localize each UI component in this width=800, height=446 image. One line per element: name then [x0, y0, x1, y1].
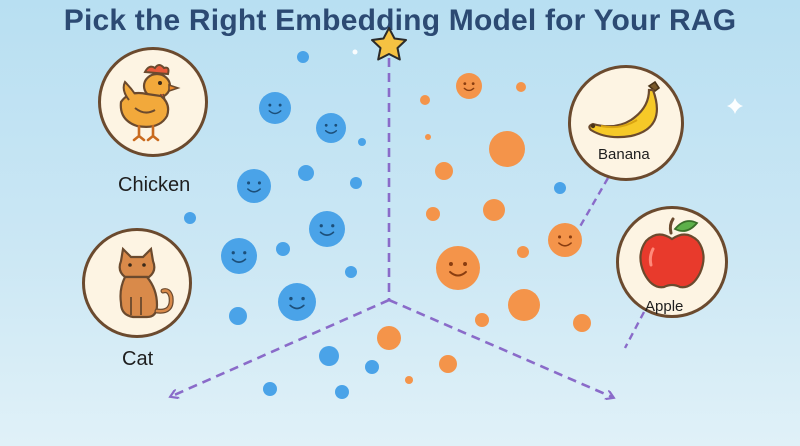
embedding-point: [517, 246, 529, 258]
embedding-point: [420, 95, 430, 105]
banana-label: Banana: [598, 146, 650, 163]
embedding-point-face: [316, 113, 346, 143]
embedding-point-face: [309, 211, 345, 247]
sparkle-dot: [352, 49, 358, 55]
embedding-point: [435, 162, 453, 180]
embedding-point-face: [221, 238, 257, 274]
chicken-badge: [98, 47, 208, 157]
embedding-point: [319, 346, 339, 366]
cat-label: Cat: [122, 348, 154, 370]
right-axis: [388, 298, 612, 397]
cat-badge: [82, 228, 192, 338]
embedding-point: [439, 355, 457, 373]
banana-icon: [588, 80, 661, 139]
embedding-point: [276, 242, 290, 256]
embedding-point: [345, 266, 357, 278]
embedding-point: [184, 212, 196, 224]
embedding-point: [554, 182, 566, 194]
embedding-point: [377, 326, 401, 350]
embedding-point: [405, 376, 413, 384]
embedding-point: [489, 131, 525, 167]
embedding-point: [425, 134, 431, 140]
embedding-point: [475, 313, 489, 327]
apple-label: Apple: [645, 298, 684, 315]
embedding-point: [516, 82, 526, 92]
embedding-point: [350, 177, 362, 189]
embedding-point: [483, 199, 505, 221]
embedding-point: [229, 307, 247, 325]
embedding-point-face: [436, 246, 480, 290]
chicken-icon: [119, 64, 181, 142]
star-icon: [371, 27, 407, 61]
banana-badge: [568, 65, 684, 181]
embedding-point: [365, 360, 379, 374]
chicken-label: Chicken: [118, 174, 191, 196]
page-title: Pick the Right Embedding Model for Your …: [63, 4, 737, 37]
embedding-point: [358, 138, 366, 146]
embedding-point-face: [548, 223, 582, 257]
banana-pointer-line: [576, 177, 610, 231]
embedding-point-face: [456, 73, 482, 99]
embedding-point-face: [278, 283, 316, 321]
embedding-point: [426, 207, 440, 221]
embedding-point-face: [259, 92, 291, 124]
embedding-point-face: [237, 169, 271, 203]
embedding-point: [263, 382, 277, 396]
apple-pointer-line: [623, 311, 646, 349]
embedding-point: [298, 165, 314, 181]
apple-icon: [639, 217, 705, 289]
embedding-point: [335, 385, 349, 399]
embedding-point: [297, 51, 309, 63]
apple-badge: [616, 206, 728, 318]
embedding-point: [573, 314, 591, 332]
cat-icon: [118, 246, 174, 319]
left-axis: [172, 298, 390, 396]
sparkle-icon: [727, 98, 743, 114]
embedding-point: [508, 289, 540, 321]
